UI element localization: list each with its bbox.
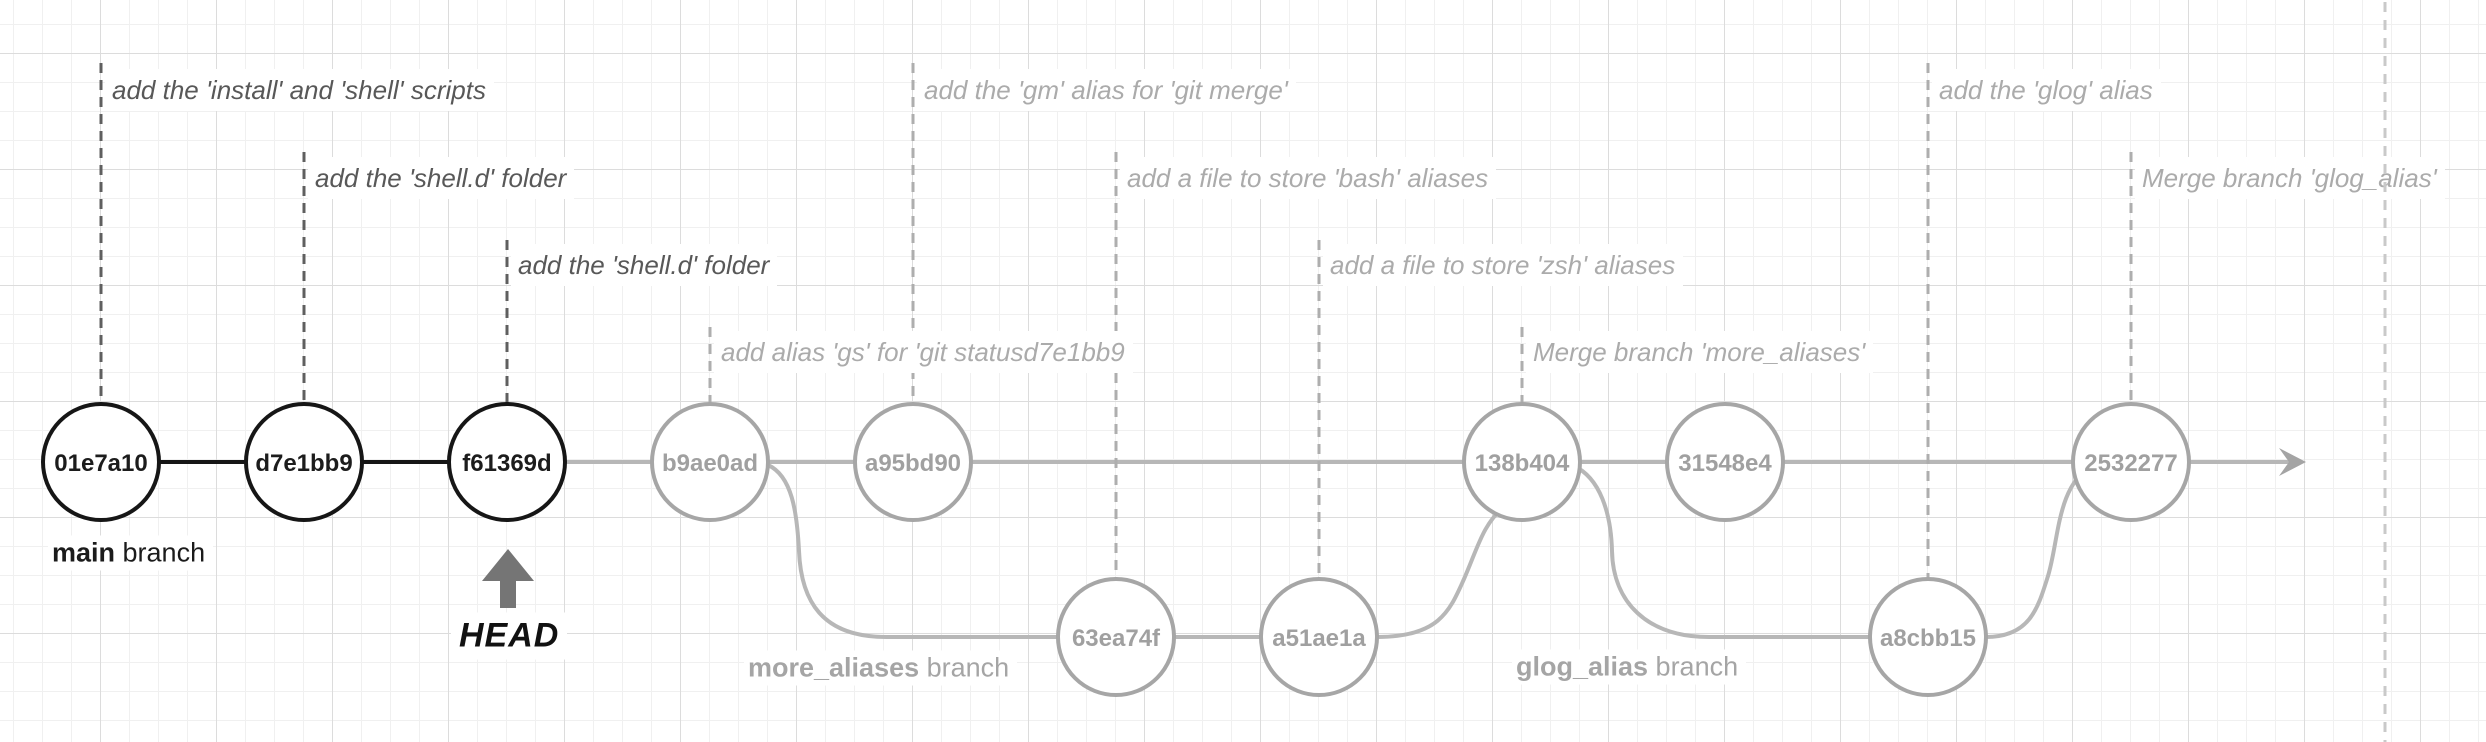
branch-label-more-aliases: more_aliases branch: [744, 650, 1018, 686]
commit-node-63ea74f: [1056, 577, 1176, 697]
commit-hash-138b404: 138b404: [1475, 450, 1570, 477]
commit-node-a51ae1a: [1259, 577, 1379, 697]
branch-line-more-aliases: [767, 463, 1377, 639]
head-arrow-shaft: [500, 578, 516, 608]
commit-hash-01e7a10: 01e7a10: [54, 450, 147, 477]
commit-hash-a8cbb15: a8cbb15: [1880, 625, 1976, 652]
commit-hash-a95bd90: a95bd90: [865, 450, 961, 477]
branch-label-main: main branch: [48, 535, 214, 571]
branch-suffix-main: branch: [115, 537, 206, 568]
merge-line-glog-alias: [1985, 464, 2094, 639]
commit-node-d7e1bb9: [244, 402, 364, 522]
commit-message-2532277: Merge branch 'glog_alias': [2135, 157, 2445, 199]
commit-hash-f61369d: f61369d: [462, 450, 551, 477]
head-arrow-icon: [482, 549, 534, 581]
commit-hash-d7e1bb9: d7e1bb9: [255, 450, 352, 477]
commit-node-f61369d: [447, 402, 567, 522]
commit-message-63ea74f: add a file to store 'bash' aliases: [1120, 157, 1497, 199]
commit-message-a51ae1a: add a file to store 'zsh' aliases: [1323, 244, 1684, 286]
commit-hash-63ea74f: 63ea74f: [1072, 625, 1161, 652]
commit-node-b9ae0ad: [650, 402, 770, 522]
commit-hash-a51ae1a: a51ae1a: [1272, 625, 1366, 652]
branch-name-more-aliases: more_aliases: [748, 652, 920, 683]
commit-message-d7e1bb9: add the 'shell.d' folder: [308, 157, 575, 199]
head-label: HEAD: [451, 612, 568, 660]
commit-hash-2532277: 2532277: [2084, 450, 2177, 477]
commit-message-a95bd90: add the 'gm' alias for 'git merge': [917, 69, 1296, 111]
branch-name-glog-alias: glog_alias: [1516, 651, 1649, 682]
branch-suffix-glog-alias: branch: [1648, 651, 1739, 682]
commit-node-31548e4: [1665, 402, 1785, 522]
commit-message-f61369d: add the 'shell.d' folder: [511, 244, 778, 286]
branch-name-main: main: [52, 537, 116, 568]
commit-message-b9ae0ad: add alias 'gs' for 'git statusd7e1bb9: [714, 331, 1133, 373]
branch-label-glog-alias: glog_alias branch: [1512, 649, 1747, 685]
commit-node-a8cbb15: [1868, 577, 1988, 697]
merge-line-more-aliases: [1376, 505, 1506, 639]
commit-node-138b404: [1462, 402, 1582, 522]
branch-line-glog-alias: [1573, 464, 1871, 639]
branch-suffix-more-aliases: branch: [919, 652, 1010, 683]
commit-node-01e7a10: [41, 402, 161, 522]
commit-hash-b9ae0ad: b9ae0ad: [662, 450, 758, 477]
timeline-arrow-icon: [2279, 448, 2306, 476]
commit-node-a95bd90: [853, 402, 973, 522]
commit-node-2532277: [2071, 402, 2191, 522]
commit-message-138b404: Merge branch 'more_aliases': [1526, 331, 1874, 373]
commit-message-a8cbb15: add the 'glog' alias: [1932, 69, 2161, 111]
commit-message-01e7a10: add the 'install' and 'shell' scripts: [105, 69, 494, 111]
commit-hash-31548e4: 31548e4: [1678, 450, 1772, 477]
